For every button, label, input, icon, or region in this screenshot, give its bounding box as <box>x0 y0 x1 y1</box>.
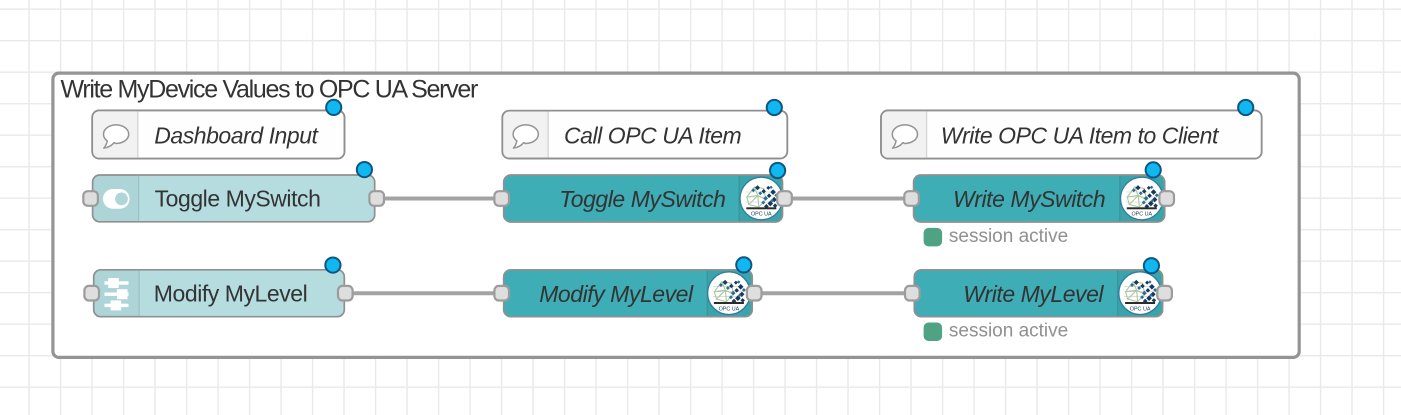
svg-text:Write OPC UA Item to Client: Write OPC UA Item to Client <box>941 123 1220 149</box>
svg-text:Call OPC UA Item: Call OPC UA Item <box>564 123 742 149</box>
svg-text:session active: session active <box>949 226 1068 247</box>
svg-text:Dashboard Input: Dashboard Input <box>154 123 319 149</box>
svg-text:Write MyDevice Values to OPC U: Write MyDevice Values to OPC UA Server <box>61 75 478 103</box>
svg-text:Modify MyLevel: Modify MyLevel <box>539 281 694 307</box>
svg-text:Write MySwitch: Write MySwitch <box>953 186 1105 212</box>
svg-text:Toggle MySwitch: Toggle MySwitch <box>155 186 321 212</box>
svg-text:Toggle MySwitch: Toggle MySwitch <box>559 186 725 212</box>
svg-text:Modify MyLevel: Modify MyLevel <box>154 281 307 307</box>
svg-text:Write MyLevel: Write MyLevel <box>963 281 1104 307</box>
svg-text:session active: session active <box>949 321 1068 342</box>
